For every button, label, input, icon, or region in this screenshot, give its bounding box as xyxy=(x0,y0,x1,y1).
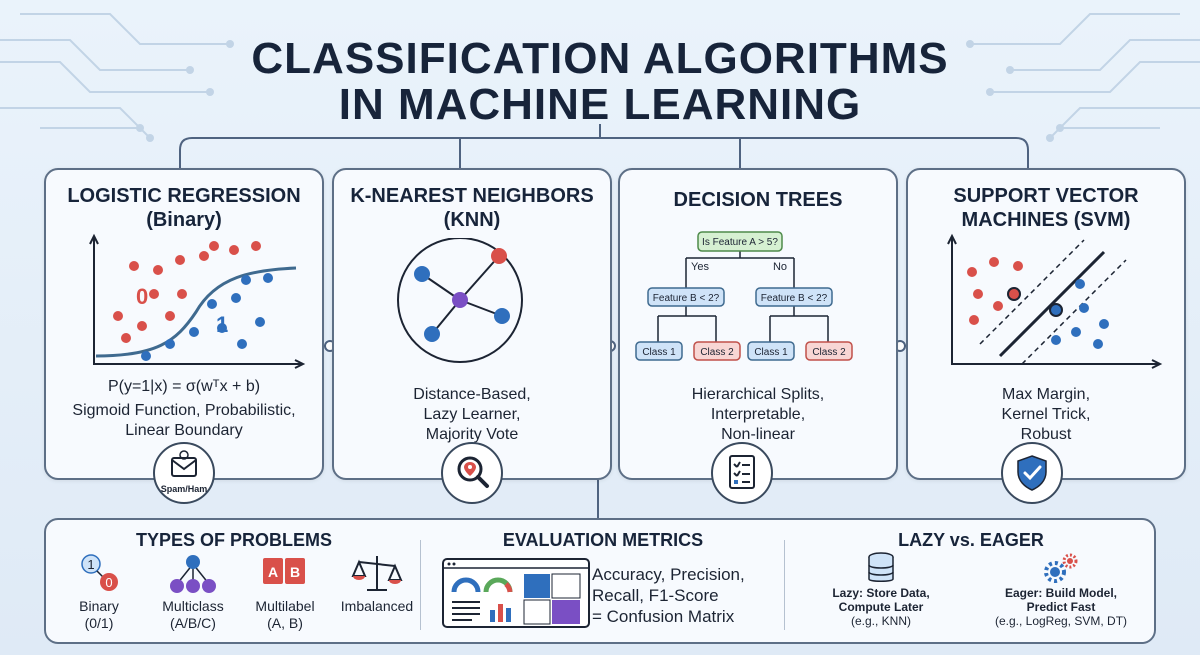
plot-label-0: 0 xyxy=(136,284,148,309)
balance-scale-icon xyxy=(351,556,403,591)
type-multiclass: Multiclass (A/B/C) xyxy=(148,550,238,632)
type-label: Multiclass xyxy=(162,598,224,614)
type-sublabel: (0/1) xyxy=(84,615,114,631)
checklist-icon xyxy=(711,442,773,504)
svm-plot xyxy=(947,233,1163,369)
card-desc-line2: Lazy Learner, xyxy=(423,406,521,423)
multilabel-badge-b: B xyxy=(290,564,300,580)
bottom-panel: TYPES OF PROBLEMS 1 0 Binary (0/1) Multi… xyxy=(44,518,1156,644)
metrics-line1: Accuracy, Precision, xyxy=(592,565,745,584)
card-desc-line2: Interpretable, xyxy=(710,406,806,423)
card-desc-line3: Non-linear xyxy=(721,426,795,443)
card-desc-line1: Distance-Based, xyxy=(413,386,531,403)
tree-leaf-4: Class 2 xyxy=(812,347,846,358)
card-knn: K-NEAREST NEIGHBORS (KNN) Distance-Based… xyxy=(332,168,612,480)
card-desc-line3: Majority Vote xyxy=(425,426,519,443)
eager-line3: (e.g., LogReg, SVM, DT) xyxy=(994,614,1128,628)
email-icon: Spam/Ham xyxy=(153,442,215,504)
knn-diagram xyxy=(397,238,523,363)
card-decision-trees: DECISION TREES Is Feature A > 5? Yes No … xyxy=(618,168,898,480)
card-subtitle: MACHINES (SVM) xyxy=(961,209,1131,231)
metrics-line2: Recall, F1-Score xyxy=(592,586,719,605)
shield-check-icon xyxy=(1001,442,1063,504)
type-imbalanced: Imbalanced xyxy=(332,550,422,615)
card-title: DECISION TREES xyxy=(673,189,843,211)
binary-badge-b: 0 xyxy=(105,575,112,590)
types-title: TYPES OF PROBLEMS xyxy=(135,530,333,550)
card-desc-line1: Sigmoid Function, Probabilistic, xyxy=(72,402,296,419)
tree-root: Is Feature A > 5? xyxy=(702,237,778,248)
tree-yes: Yes xyxy=(691,261,709,273)
tree-leaf-3: Class 1 xyxy=(754,347,788,358)
card-title: LOGISTIC REGRESSION xyxy=(67,185,301,207)
card-desc-line1: Hierarchical Splits, xyxy=(691,386,825,403)
lazy-line1: Lazy: Store Data, xyxy=(832,586,930,600)
card-title: K-NEAREST NEIGHBORS xyxy=(350,185,594,207)
class-0-points xyxy=(113,241,261,343)
dashboard-icon xyxy=(442,558,590,628)
lazy-eager-title: LAZY vs. EAGER xyxy=(898,530,1044,550)
formula: P(y=1|x) = σ(wᵀx + b) xyxy=(107,378,261,395)
eager-learner: Eager: Build Model, Predict Fast (e.g., … xyxy=(976,550,1146,628)
tree-left-node: Feature B < 2? xyxy=(653,293,720,304)
card-subtitle: (KNN) xyxy=(443,209,501,231)
card-desc-line2: Kernel Trick, xyxy=(1001,406,1091,423)
lazy-line3: (e.g., KNN) xyxy=(850,614,911,628)
card-logistic-regression: LOGISTIC REGRESSION (Binary) 0 1 P(y=1|x… xyxy=(44,168,324,480)
connector-lines xyxy=(179,124,1029,168)
plot-label-1: 1 xyxy=(216,312,228,337)
multiclass-icon xyxy=(170,555,216,593)
gears-icon xyxy=(1044,553,1078,583)
multilabel-icon: A B xyxy=(263,558,305,584)
card-desc-line2: Linear Boundary xyxy=(125,422,243,439)
card-subtitle: (Binary) xyxy=(146,209,222,231)
icon-label: Spam/Ham xyxy=(160,484,208,494)
type-label: Multilabel xyxy=(255,598,315,614)
type-sublabel: (A/B/C) xyxy=(170,615,216,631)
type-multilabel: A B Multilabel (A, B) xyxy=(240,550,330,632)
type-sublabel: (A, B) xyxy=(267,615,303,631)
type-binary: 1 0 Binary (0/1) xyxy=(54,550,144,632)
class-1-points xyxy=(141,273,273,361)
eager-line1: Eager: Build Model, xyxy=(1004,586,1117,600)
tree-leaf-2: Class 2 xyxy=(700,347,734,358)
section-divider xyxy=(420,540,421,630)
decision-tree-diagram: Is Feature A > 5? Yes No Feature B < 2? … xyxy=(635,231,853,361)
binary-badge-a: 1 xyxy=(87,557,94,572)
tree-leaf-1: Class 1 xyxy=(642,347,676,358)
logistic-plot: 0 1 xyxy=(89,233,306,369)
card-title: SUPPORT VECTOR xyxy=(953,185,1139,207)
binary-icon: 1 0 xyxy=(81,554,118,591)
eager-line2: Predict Fast xyxy=(1026,600,1096,614)
section-divider xyxy=(784,540,785,630)
location-search-icon xyxy=(441,442,503,504)
database-icon xyxy=(868,552,894,582)
multilabel-badge-a: A xyxy=(268,564,278,580)
lazy-line2: Compute Later xyxy=(838,600,924,614)
metrics-description: Accuracy, Precision, Recall, F1-Score = … xyxy=(592,564,745,627)
page-title-line1: CLASSIFICATION ALGORITHMS xyxy=(251,34,949,83)
type-label: Binary xyxy=(79,598,119,614)
tree-right-node: Feature B < 2? xyxy=(761,293,828,304)
card-svm: SUPPORT VECTOR MACHINES (SVM) Max Margin… xyxy=(906,168,1186,480)
type-label: Imbalanced xyxy=(340,598,414,614)
card-desc-line1: Max Margin, xyxy=(1001,386,1091,403)
lazy-learner: Lazy: Store Data, Compute Later (e.g., K… xyxy=(806,550,956,628)
metrics-title: EVALUATION METRICS xyxy=(502,530,704,550)
metrics-line3: = Confusion Matrix xyxy=(592,607,735,626)
card-desc-line3: Robust xyxy=(1020,426,1072,443)
tree-no: No xyxy=(773,261,787,273)
page-title-line2: IN MACHINE LEARNING xyxy=(338,80,862,129)
